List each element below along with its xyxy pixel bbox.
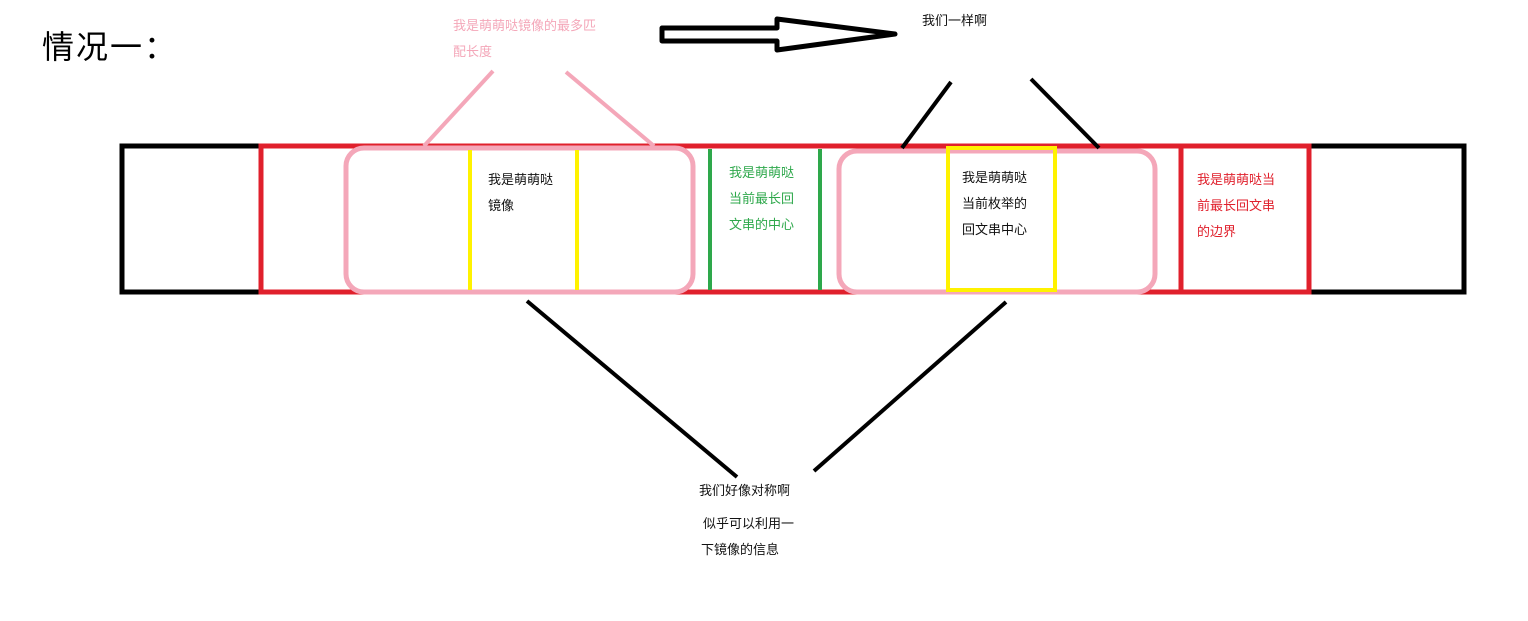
use-mirror-info-label: 似乎可以利用一 下镜像的信息 bbox=[701, 512, 794, 564]
black-pointer-right bbox=[1029, 77, 1101, 150]
label-line: 我是萌萌哒当 bbox=[1197, 173, 1276, 188]
label-line: 前最长回文串 bbox=[1197, 199, 1276, 214]
arrow-right-icon bbox=[659, 16, 898, 53]
symmetric-label: 我们好像对称啊 bbox=[699, 484, 791, 499]
page-title: 情况一： bbox=[42, 28, 179, 66]
mirror-label: 我是萌萌哒 镜像 bbox=[488, 168, 553, 220]
enum-center-label: 我是萌萌哒 当前枚举的 回文串中心 bbox=[962, 166, 1027, 244]
label-line: 当前枚举的 bbox=[962, 197, 1028, 212]
label-line: 文串的中心 bbox=[729, 218, 795, 233]
symmetric-line-right bbox=[812, 300, 1008, 473]
pink-pointer-right bbox=[564, 70, 656, 148]
boundary-label: 我是萌萌哒当 前最长回文串 的边界 bbox=[1197, 168, 1275, 246]
label-line: 当前最长回 bbox=[729, 192, 795, 207]
label-line: 配长度 bbox=[453, 45, 493, 60]
label-line: 镜像 bbox=[488, 199, 515, 214]
label-line: 我是萌萌哒 bbox=[488, 173, 554, 188]
label-line: 我是萌萌哒镜像的最多匹 bbox=[453, 19, 597, 34]
longest-center-label: 我是萌萌哒 当前最长回 文串的中心 bbox=[729, 161, 794, 239]
label-line: 的边界 bbox=[1197, 225, 1237, 240]
label-line: 我是萌萌哒 bbox=[962, 171, 1028, 186]
boundary-cell bbox=[1178, 143, 1312, 295]
symmetric-line-left bbox=[525, 299, 739, 479]
pink-pointer-left bbox=[422, 69, 495, 148]
mirror-max-match-label: 我是萌萌哒镜像的最多匹 配长度 bbox=[453, 14, 596, 66]
label-line: 回文串中心 bbox=[962, 223, 1028, 238]
we-are-same-label: 我们一样啊 bbox=[922, 14, 988, 29]
black-pointer-left bbox=[900, 80, 953, 150]
label-line: 下镜像的信息 bbox=[701, 543, 780, 558]
enum-center-box bbox=[946, 146, 1057, 292]
label-line: 我是萌萌哒 bbox=[729, 166, 795, 181]
label-line: 似乎可以利用一 bbox=[703, 517, 795, 532]
mirror-match-box bbox=[343, 145, 696, 295]
